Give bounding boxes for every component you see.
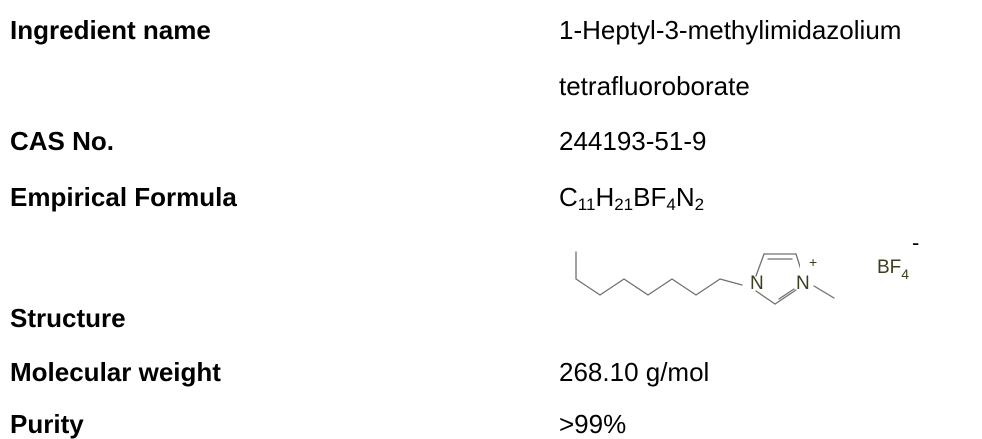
anion-subscript: 4	[901, 266, 910, 282]
structure-label: Structure	[10, 303, 126, 333]
purity-value: >99%	[559, 409, 627, 439]
molecular-weight-label: Molecular weight	[10, 357, 221, 387]
ingredient-name-value-line2: tetrafluoroborate	[559, 71, 750, 101]
ingredient-name-label: Ingredient name	[10, 15, 211, 45]
cas-number-label: CAS No.	[10, 126, 114, 156]
formula-count-c: 11	[577, 195, 596, 214]
methyl-bond	[813, 285, 835, 299]
formula-element-h: H	[595, 182, 615, 212]
anion-formula: BF	[877, 257, 902, 278]
ring-bond-n1-c5	[755, 253, 765, 277]
formula-count-n: 2	[694, 195, 705, 214]
ring-bond-c2-n3-double	[778, 288, 795, 300]
molecular-weight-value: 268.10 g/mol	[559, 357, 710, 387]
atom-n3: N	[796, 273, 810, 294]
empirical-formula-value: C11H21BF4N2	[559, 182, 704, 213]
formula-element-n: N	[675, 182, 695, 212]
ring-bond-c4-n3	[795, 253, 800, 269]
formula-element-bf: BF	[633, 182, 667, 212]
bond-lines	[575, 251, 800, 305]
ingredient-name-value-line1: 1-Heptyl-3-methylimidazolium	[559, 15, 902, 45]
anion-label: BF4	[877, 257, 909, 281]
formula-count-f: 4	[666, 195, 676, 214]
cas-number-value: 244193-51-9	[559, 126, 707, 156]
ring-bond-n1-c2	[755, 290, 776, 305]
formula-count-h: 21	[614, 195, 634, 214]
heptyl-chain	[575, 251, 743, 296]
formula-element-c: C	[559, 182, 578, 212]
empirical-formula-label: Empirical Formula	[10, 182, 237, 212]
ring-bond-c2-n3	[774, 289, 797, 305]
structure-atoms: N N	[560, 224, 810, 324]
structure-diagram	[575, 251, 800, 305]
atom-n1: N	[750, 273, 764, 294]
purity-label: Purity	[10, 409, 84, 439]
atom-n3-charge: +	[809, 254, 818, 270]
anion-charge: -	[912, 230, 920, 255]
